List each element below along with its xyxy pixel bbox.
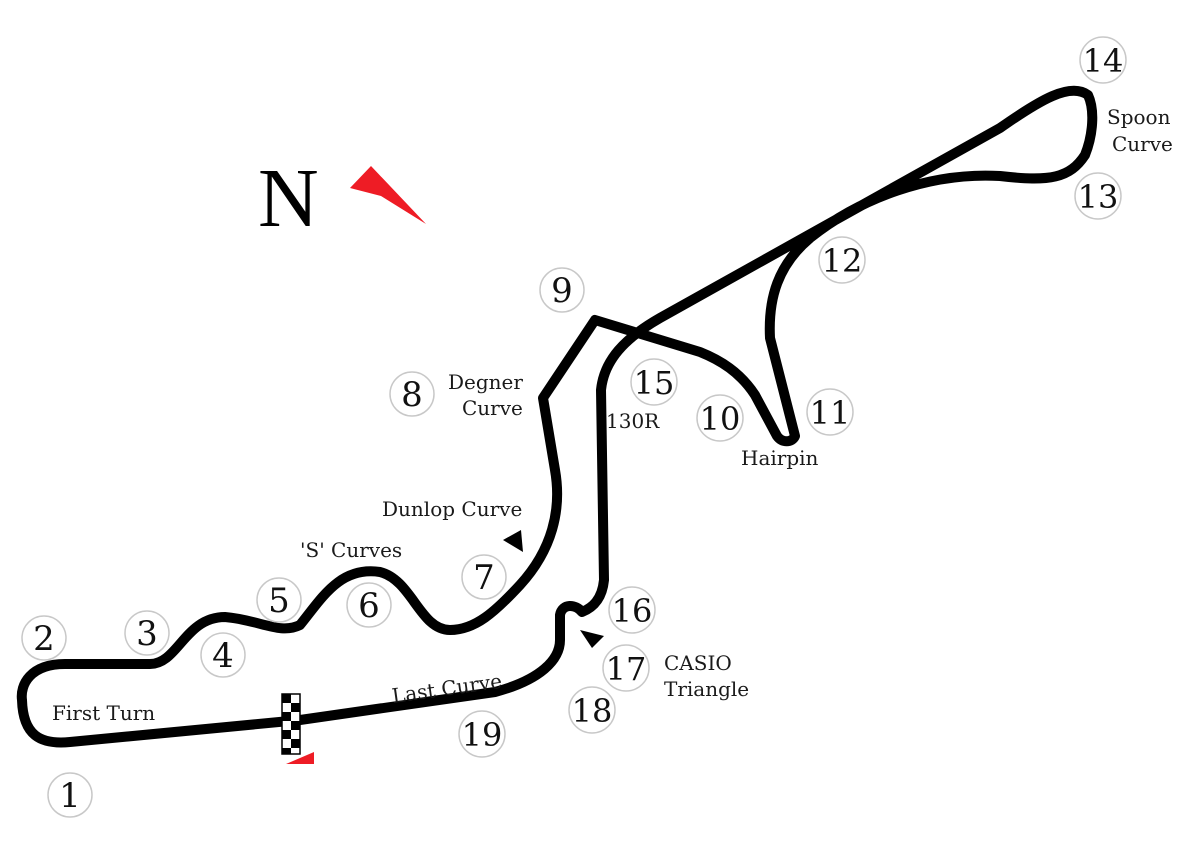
label-casio-line1: CASIO (664, 651, 732, 675)
corner-16: 16 (608, 586, 656, 634)
north-label: N (258, 152, 319, 245)
label-spoon-line1: Spoon (1107, 105, 1171, 129)
corner-2: 2 (21, 615, 67, 661)
label-degner-line2: Curve (462, 396, 523, 420)
label-casio-line2: Triangle (664, 677, 749, 701)
corner-5: 5 (256, 577, 302, 623)
corner-9: 9 (539, 267, 585, 313)
corner-14: 14 (1079, 36, 1127, 84)
corner-19: 19 (458, 710, 506, 758)
svg-text:13: 13 (1078, 178, 1119, 216)
label-dunlop-curve: Dunlop Curve (382, 497, 522, 521)
corner-1: 1 (47, 772, 93, 818)
svg-text:2: 2 (33, 619, 55, 659)
svg-text:5: 5 (268, 581, 290, 621)
casio-marker-icon (580, 630, 604, 648)
svg-text:15: 15 (634, 364, 675, 402)
svg-text:12: 12 (822, 242, 863, 280)
corner-markers: 1 2 3 4 5 6 7 8 (21, 36, 1127, 818)
corner-10: 10 (696, 394, 744, 442)
svg-text:10: 10 (700, 400, 741, 438)
label-s-curves: 'S' Curves (300, 538, 402, 562)
svg-text:4: 4 (212, 636, 234, 676)
svg-text:3: 3 (136, 614, 158, 654)
corner-15: 15 (630, 358, 678, 406)
svg-text:7: 7 (473, 558, 495, 598)
label-130r: 130R (606, 409, 660, 433)
corner-11: 11 (806, 388, 854, 436)
corner-18: 18 (568, 686, 616, 734)
label-first-turn: First Turn (52, 701, 155, 725)
svg-text:1: 1 (59, 776, 81, 816)
checkered-flag-icon (281, 693, 301, 755)
corner-6: 6 (346, 582, 392, 628)
north-arrow-icon (350, 166, 426, 224)
corner-3: 3 (124, 610, 170, 656)
start-direction-arrow-icon (286, 752, 314, 764)
corner-7: 7 (461, 554, 507, 600)
corner-12: 12 (818, 236, 866, 284)
label-degner-line1: Degner (448, 370, 523, 394)
corner-13: 13 (1074, 172, 1122, 220)
svg-text:16: 16 (612, 592, 653, 630)
svg-text:19: 19 (462, 716, 503, 754)
svg-text:17: 17 (606, 650, 647, 688)
corner-8: 8 (389, 371, 435, 417)
svg-text:6: 6 (358, 586, 380, 626)
svg-text:11: 11 (810, 394, 851, 432)
corner-17: 17 (602, 644, 650, 692)
svg-text:14: 14 (1083, 42, 1124, 80)
corner-4: 4 (200, 632, 246, 678)
svg-text:9: 9 (551, 271, 573, 311)
section-labels: First Turn 'S' Curves Dunlop Curve Degne… (52, 105, 1173, 725)
compass: N (258, 152, 426, 245)
race-track (16, 85, 1098, 748)
svg-text:18: 18 (572, 692, 613, 730)
label-spoon-line2: Curve (1112, 132, 1173, 156)
dunlop-marker-icon (503, 530, 523, 552)
label-hairpin: Hairpin (741, 446, 819, 470)
svg-text:8: 8 (401, 375, 423, 415)
